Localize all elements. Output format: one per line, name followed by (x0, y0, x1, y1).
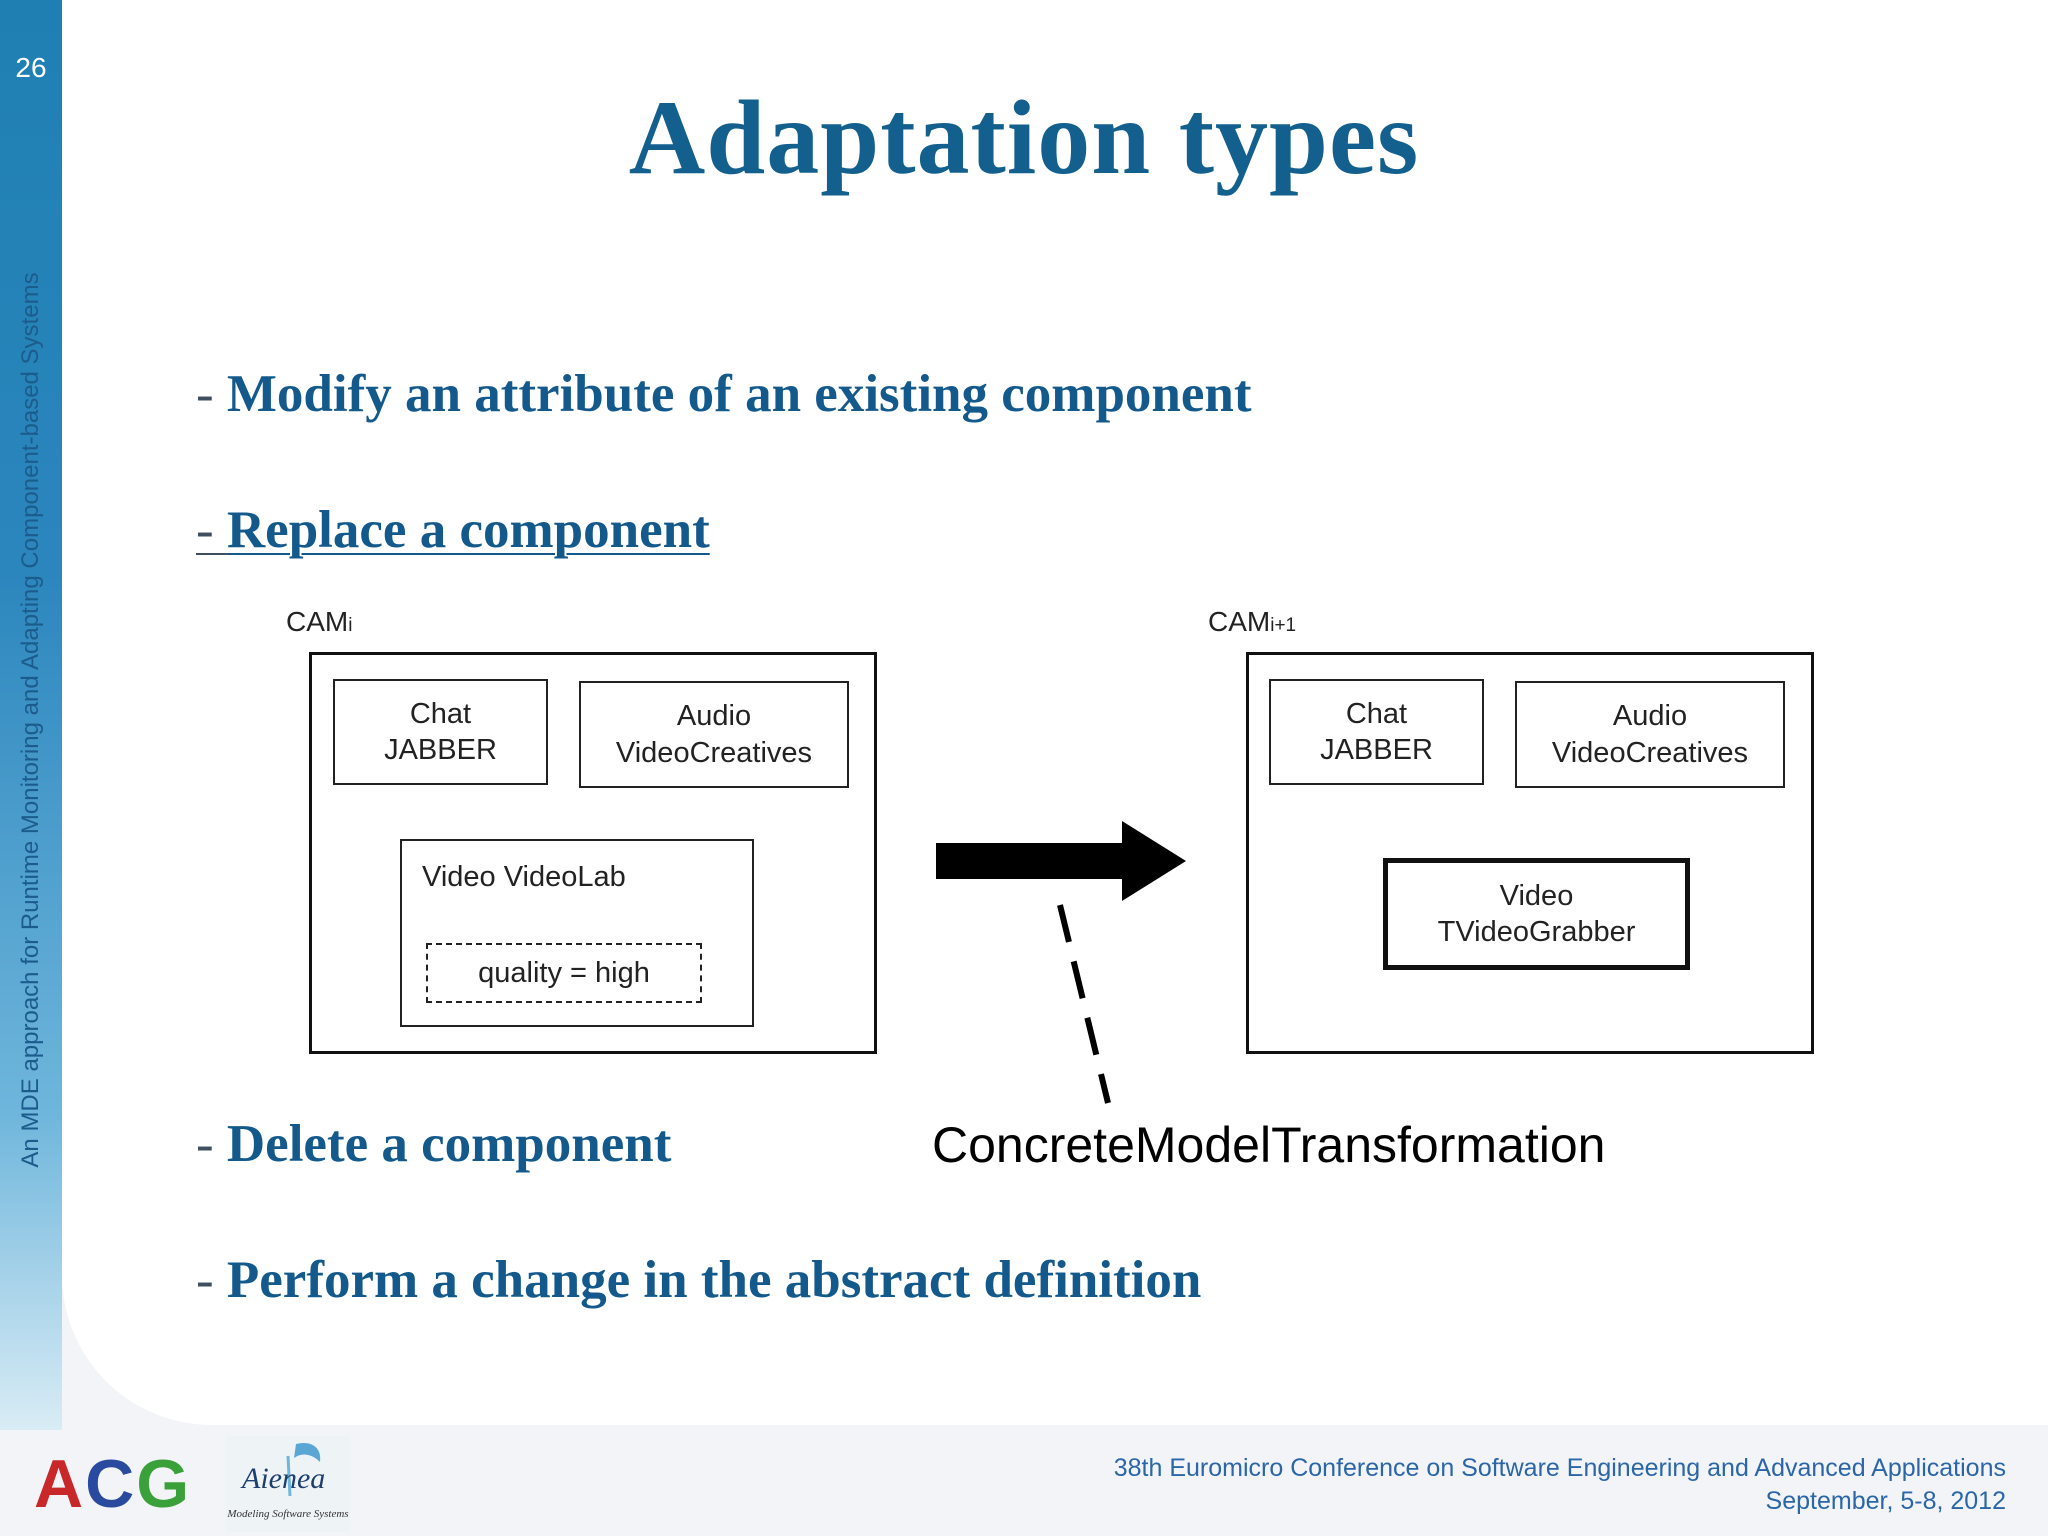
component-line: Chat (1345, 697, 1408, 730)
chat-jabber-component: Chat JABBER (1269, 679, 1484, 785)
aienea-name: Aienea (242, 1462, 326, 1495)
bullet-dash: - (196, 501, 227, 559)
chat-jabber-component: Chat JABBER (333, 679, 548, 785)
slide-title: Adaptation types (628, 79, 1420, 196)
cam-label-sub: i+1 (1270, 615, 1297, 636)
sidebar (0, 0, 62, 1430)
conference-dates: September, 5-8, 2012 (1765, 1486, 2006, 1515)
bullet-dash: - (196, 365, 227, 423)
acg-logo: ACG (34, 1450, 191, 1518)
cam-i-box (309, 652, 877, 1054)
aienea-tagline: Modeling Software Systems (227, 1508, 349, 1520)
logo-letter: C (85, 1446, 137, 1522)
quality-attribute: quality = high (426, 943, 702, 1003)
presentation-subtitle: An MDE approach for Runtime Monitoring a… (17, 272, 44, 1168)
component-line: Video (1499, 879, 1574, 912)
aienea-swoosh-icon (286, 1442, 321, 1497)
bullet-text: Replace a component (226, 501, 710, 559)
video-tvideograbber-component: Video TVideoGrabber (1383, 858, 1690, 970)
cam-i-label: CAMi (286, 606, 352, 638)
conference-name: 38th Euromicro Conference on Software En… (1113, 1454, 2006, 1482)
bullet-change-abstract-definition: - Perform a change in the abstract defin… (196, 1250, 1201, 1310)
component-line: Audio (676, 700, 752, 733)
bullet-text: Perform a change in the abstract definit… (226, 1251, 1202, 1309)
cam-label-sub: i (348, 615, 353, 636)
bullet-delete-component: - Delete a component (196, 1114, 671, 1174)
bullet-dash: - (196, 1251, 227, 1309)
audio-videocreatives-component: Audio VideoCreatives (579, 681, 849, 788)
cam-i-plus-1-label: CAMi+1 (1208, 606, 1296, 638)
right-arrow-icon (936, 821, 1186, 901)
component-line: JABBER (1320, 734, 1433, 766)
component-line: TVideoGrabber (1437, 916, 1636, 948)
bullet-modify-attribute: - Modify an attribute of an existing com… (196, 364, 1252, 424)
component-line: Chat (409, 697, 472, 730)
bullet-text: Delete a component (226, 1115, 672, 1173)
component-label: Video VideoLab (422, 861, 626, 893)
bullet-dash: - (196, 1115, 227, 1173)
audio-videocreatives-component: Audio VideoCreatives (1515, 681, 1785, 788)
bullet-replace-component: - Replace a component (196, 500, 710, 560)
component-line: VideoCreatives (615, 736, 813, 769)
dashed-pointer-line (1057, 904, 1111, 1104)
cam-label-main: CAM (1208, 606, 1271, 637)
component-line: Audio (1612, 700, 1688, 733)
bullet-text: Modify an attribute of an existing compo… (226, 365, 1252, 423)
page-number: 26 (15, 52, 47, 83)
aienea-logo: Aienea Modeling Software Systems (226, 1436, 350, 1532)
transformation-arrow (936, 821, 1186, 1104)
conference-info: 38th Euromicro Conference on Software En… (1114, 1452, 2006, 1517)
video-videolab-component: Video VideoLab quality = high (400, 839, 754, 1027)
cam-label-main: CAM (286, 606, 349, 637)
transformation-label: ConcreteModelTransformation (932, 1117, 1606, 1173)
logo-letter: A (34, 1446, 86, 1522)
logo-letter: G (136, 1446, 192, 1522)
component-line: VideoCreatives (1551, 736, 1749, 769)
cam-i-plus-1-box (1246, 652, 1814, 1054)
component-line: JABBER (384, 734, 497, 766)
